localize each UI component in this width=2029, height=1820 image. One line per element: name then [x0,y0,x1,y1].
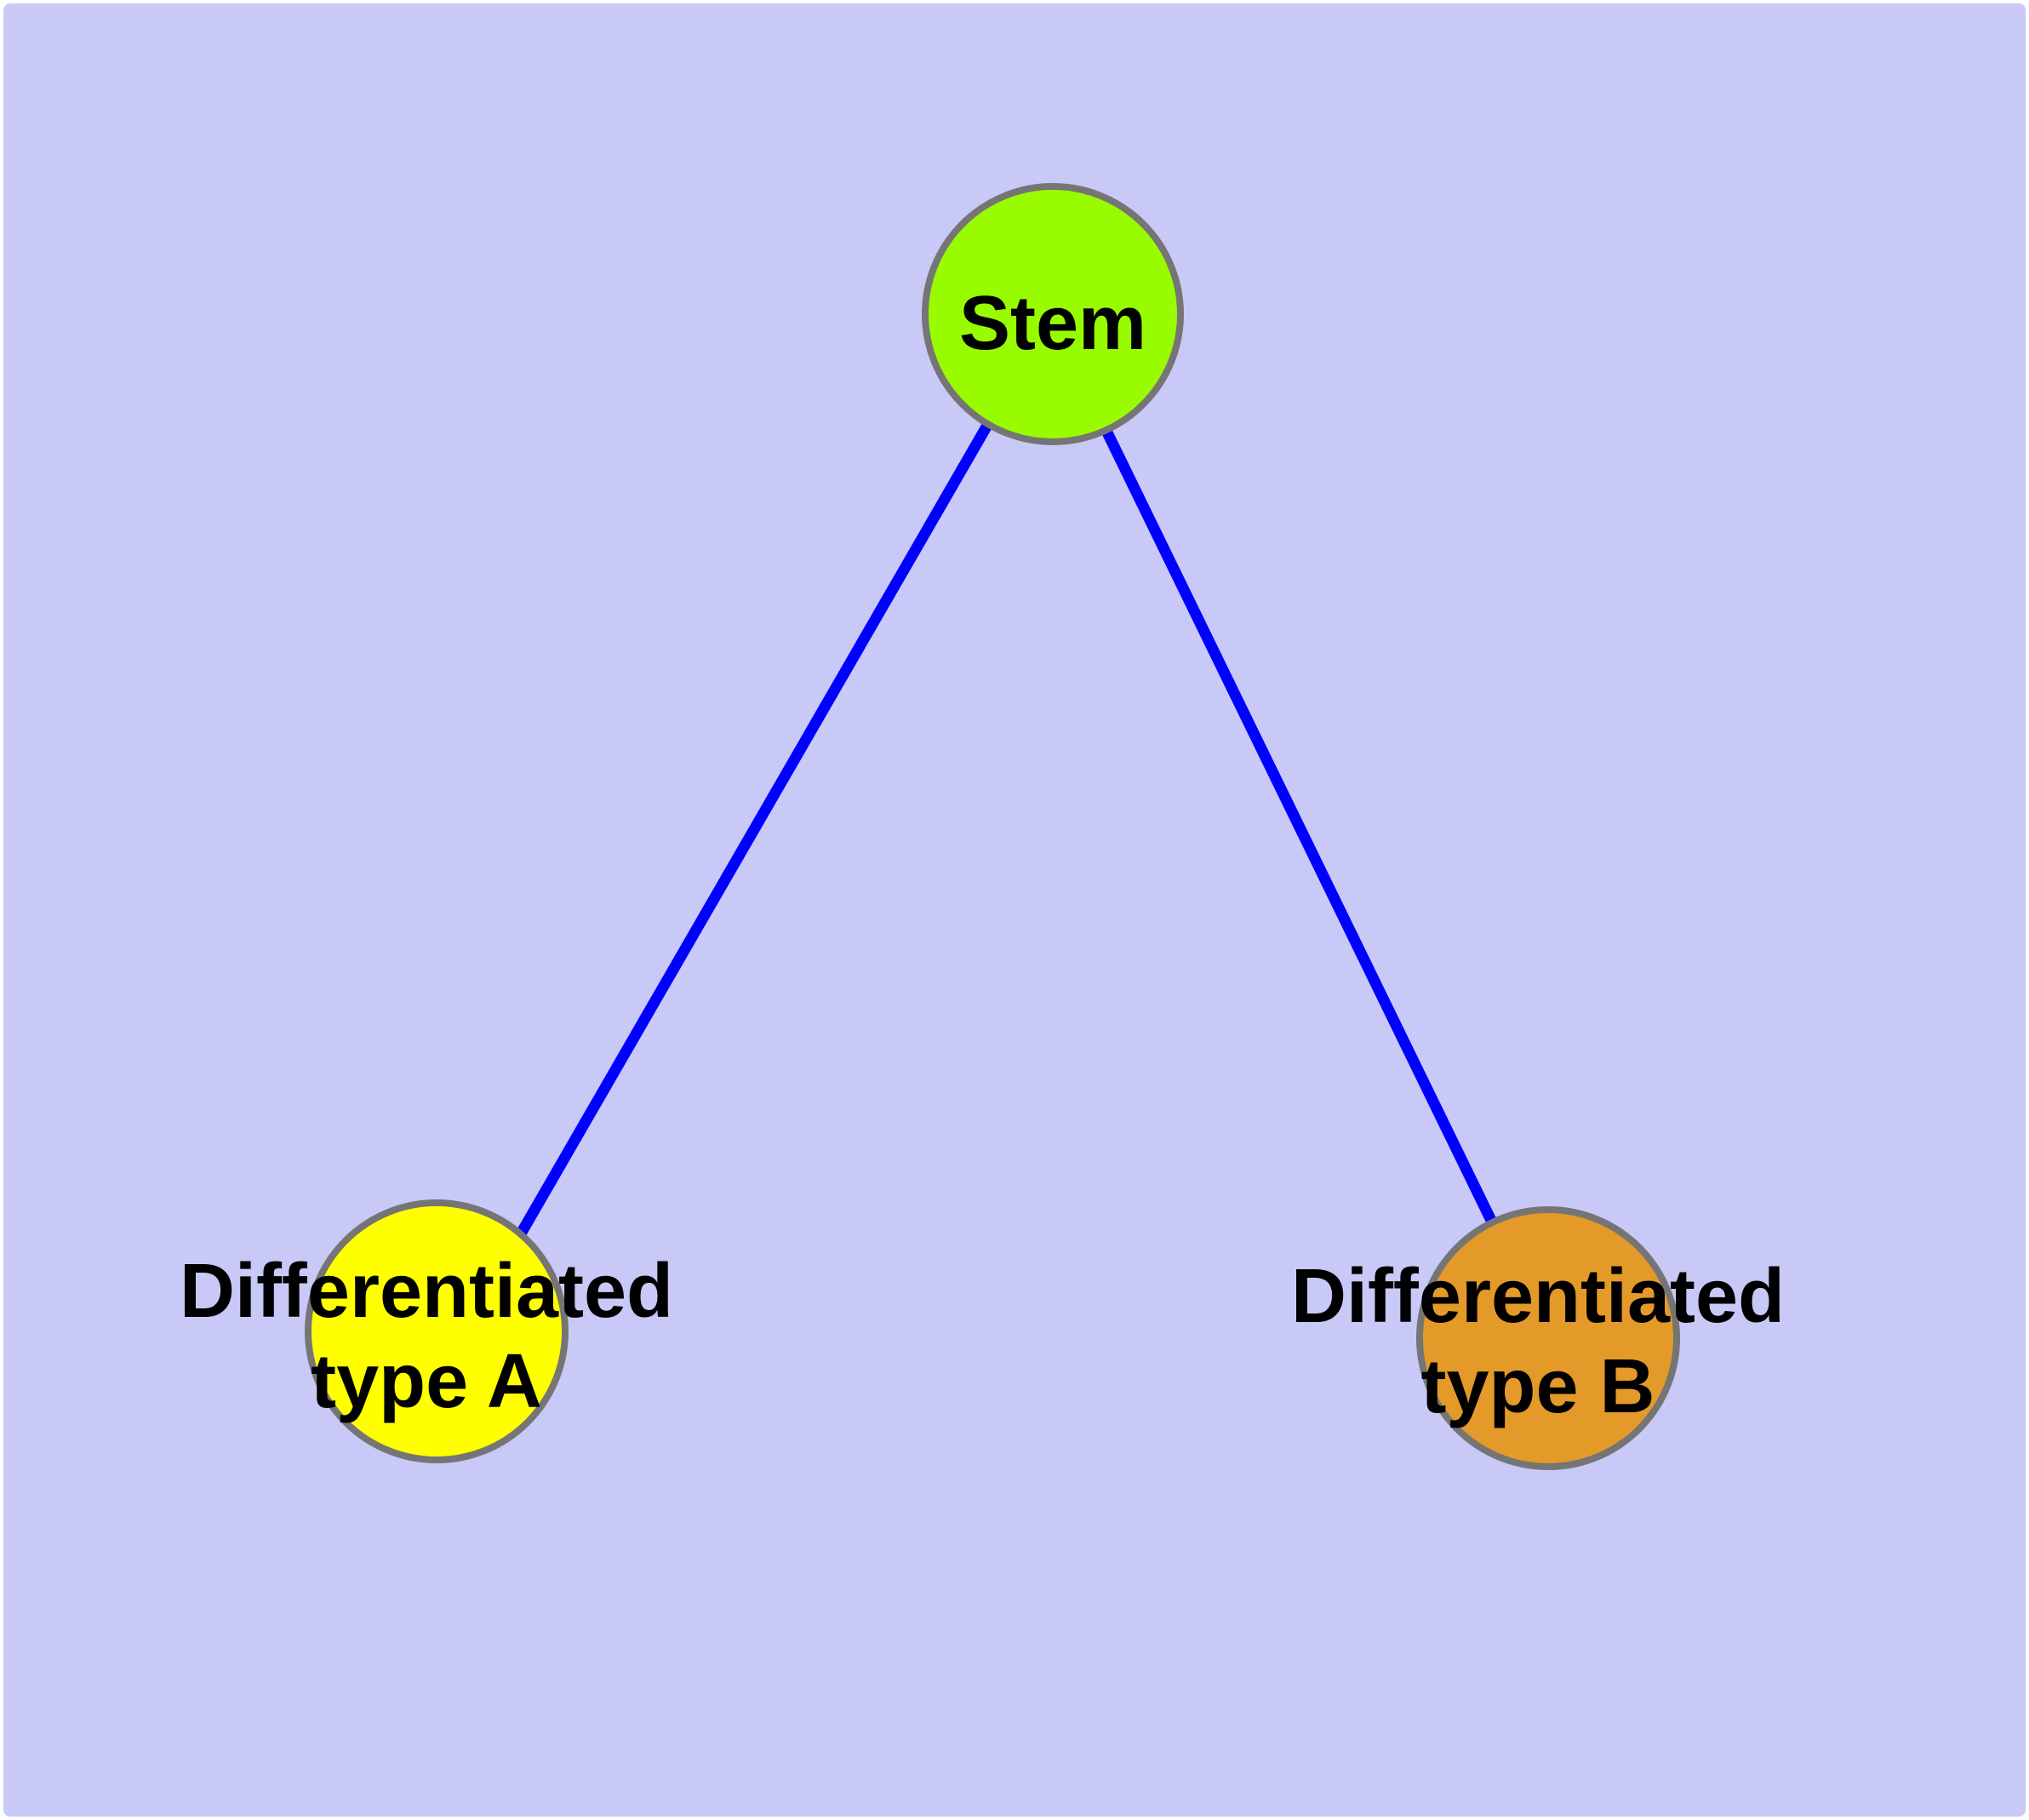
edge-stem-to-differentiated-type-b [1084,393,1503,1237]
node-differentiated-type-a-label-line2: type A [311,1339,542,1424]
node-stem [922,183,1184,445]
node-differentiated-type-a-label-line1: Differentiated [180,1249,673,1334]
node-differentiated-type-b-label-line1: Differentiated [1291,1254,1785,1339]
node-differentiated-type-b-label-line2: type B [1420,1344,1655,1429]
node-stem-label: Stem [959,281,1146,366]
node-differentiated-type-b [1416,1206,1680,1470]
node-differentiated-type-a [305,1199,569,1463]
edge-stem-to-differentiated-type-a [506,392,1009,1255]
